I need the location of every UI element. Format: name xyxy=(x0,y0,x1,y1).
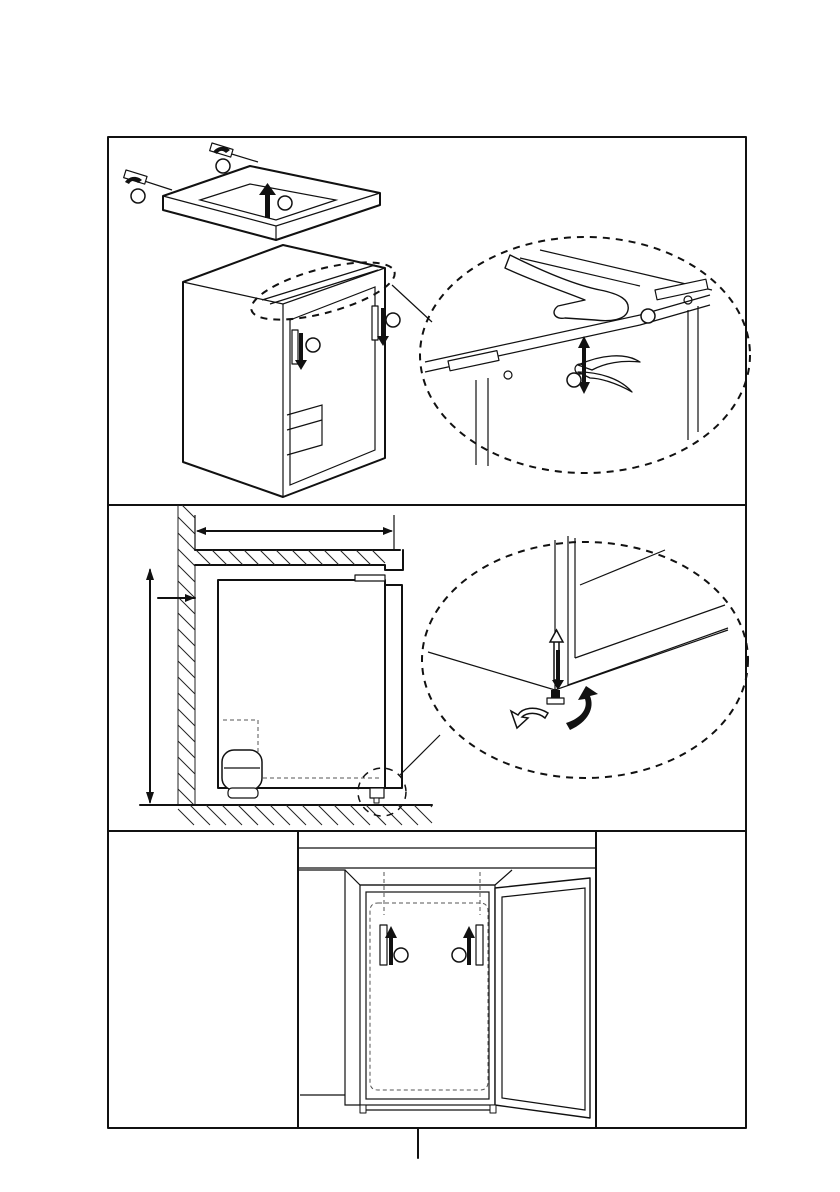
hatch-line xyxy=(372,550,385,563)
hatch-line xyxy=(254,805,274,825)
hatch-line xyxy=(324,550,339,565)
hatch-line xyxy=(308,550,323,565)
hatch-line xyxy=(178,709,195,726)
hatch-line xyxy=(260,550,275,565)
hatch-line xyxy=(356,550,371,565)
hatch-line xyxy=(178,693,195,710)
hatch-line xyxy=(212,550,227,565)
hatch-line xyxy=(414,805,432,823)
hatch-line xyxy=(178,613,195,630)
hatch-line xyxy=(270,805,290,825)
hatch-line xyxy=(206,805,226,825)
hatch-line xyxy=(178,757,195,774)
top-panel xyxy=(124,143,750,497)
hinge-detail-zoom xyxy=(420,237,750,473)
hatch-line xyxy=(302,805,322,825)
hatch-line xyxy=(178,809,194,825)
hatch-line xyxy=(182,505,195,518)
hatch-line xyxy=(318,805,338,825)
screwdriver-icon xyxy=(452,925,483,965)
width-dimension xyxy=(195,515,394,550)
wall-hatch-lines xyxy=(178,505,195,805)
hatch-line xyxy=(178,725,195,742)
foot-detail-zoom xyxy=(422,536,748,778)
fridge-side-view xyxy=(218,575,440,816)
hatch-line xyxy=(244,550,259,565)
hatch-line xyxy=(276,550,291,565)
hatch-line xyxy=(190,805,210,825)
hatch-line xyxy=(222,805,242,825)
hatch-line xyxy=(350,805,370,825)
fridge-cabinet xyxy=(183,245,400,497)
hatch-line xyxy=(178,789,194,805)
hatch-line xyxy=(178,661,195,678)
hatch-line xyxy=(340,550,355,565)
floor-hatch-lines xyxy=(178,805,432,825)
hatch-line xyxy=(178,773,195,790)
hatch-line xyxy=(286,805,306,825)
hand-icon xyxy=(505,255,628,321)
hatch-line xyxy=(178,645,195,662)
hatch-line xyxy=(178,629,195,646)
adjustable-foot-icon xyxy=(547,690,564,704)
hatch-line xyxy=(228,550,243,565)
hatch-line xyxy=(196,550,211,565)
screwdriver-icon xyxy=(380,925,408,965)
middle-panel xyxy=(140,505,748,825)
hatch-line xyxy=(292,550,307,565)
height-dimension xyxy=(146,568,154,804)
hatch-line xyxy=(178,549,195,566)
hatch-line xyxy=(398,805,418,825)
hatch-line xyxy=(238,805,258,825)
hatch-line xyxy=(178,565,195,582)
hatch-line xyxy=(334,805,354,825)
hatch-line xyxy=(178,741,195,758)
worktop-hatch-lines xyxy=(195,550,385,565)
bottom-panel xyxy=(298,831,596,1128)
hatch-line xyxy=(178,677,195,694)
worktop-lid xyxy=(163,166,380,240)
hatch-line xyxy=(178,517,195,534)
hatch-line xyxy=(178,533,195,550)
